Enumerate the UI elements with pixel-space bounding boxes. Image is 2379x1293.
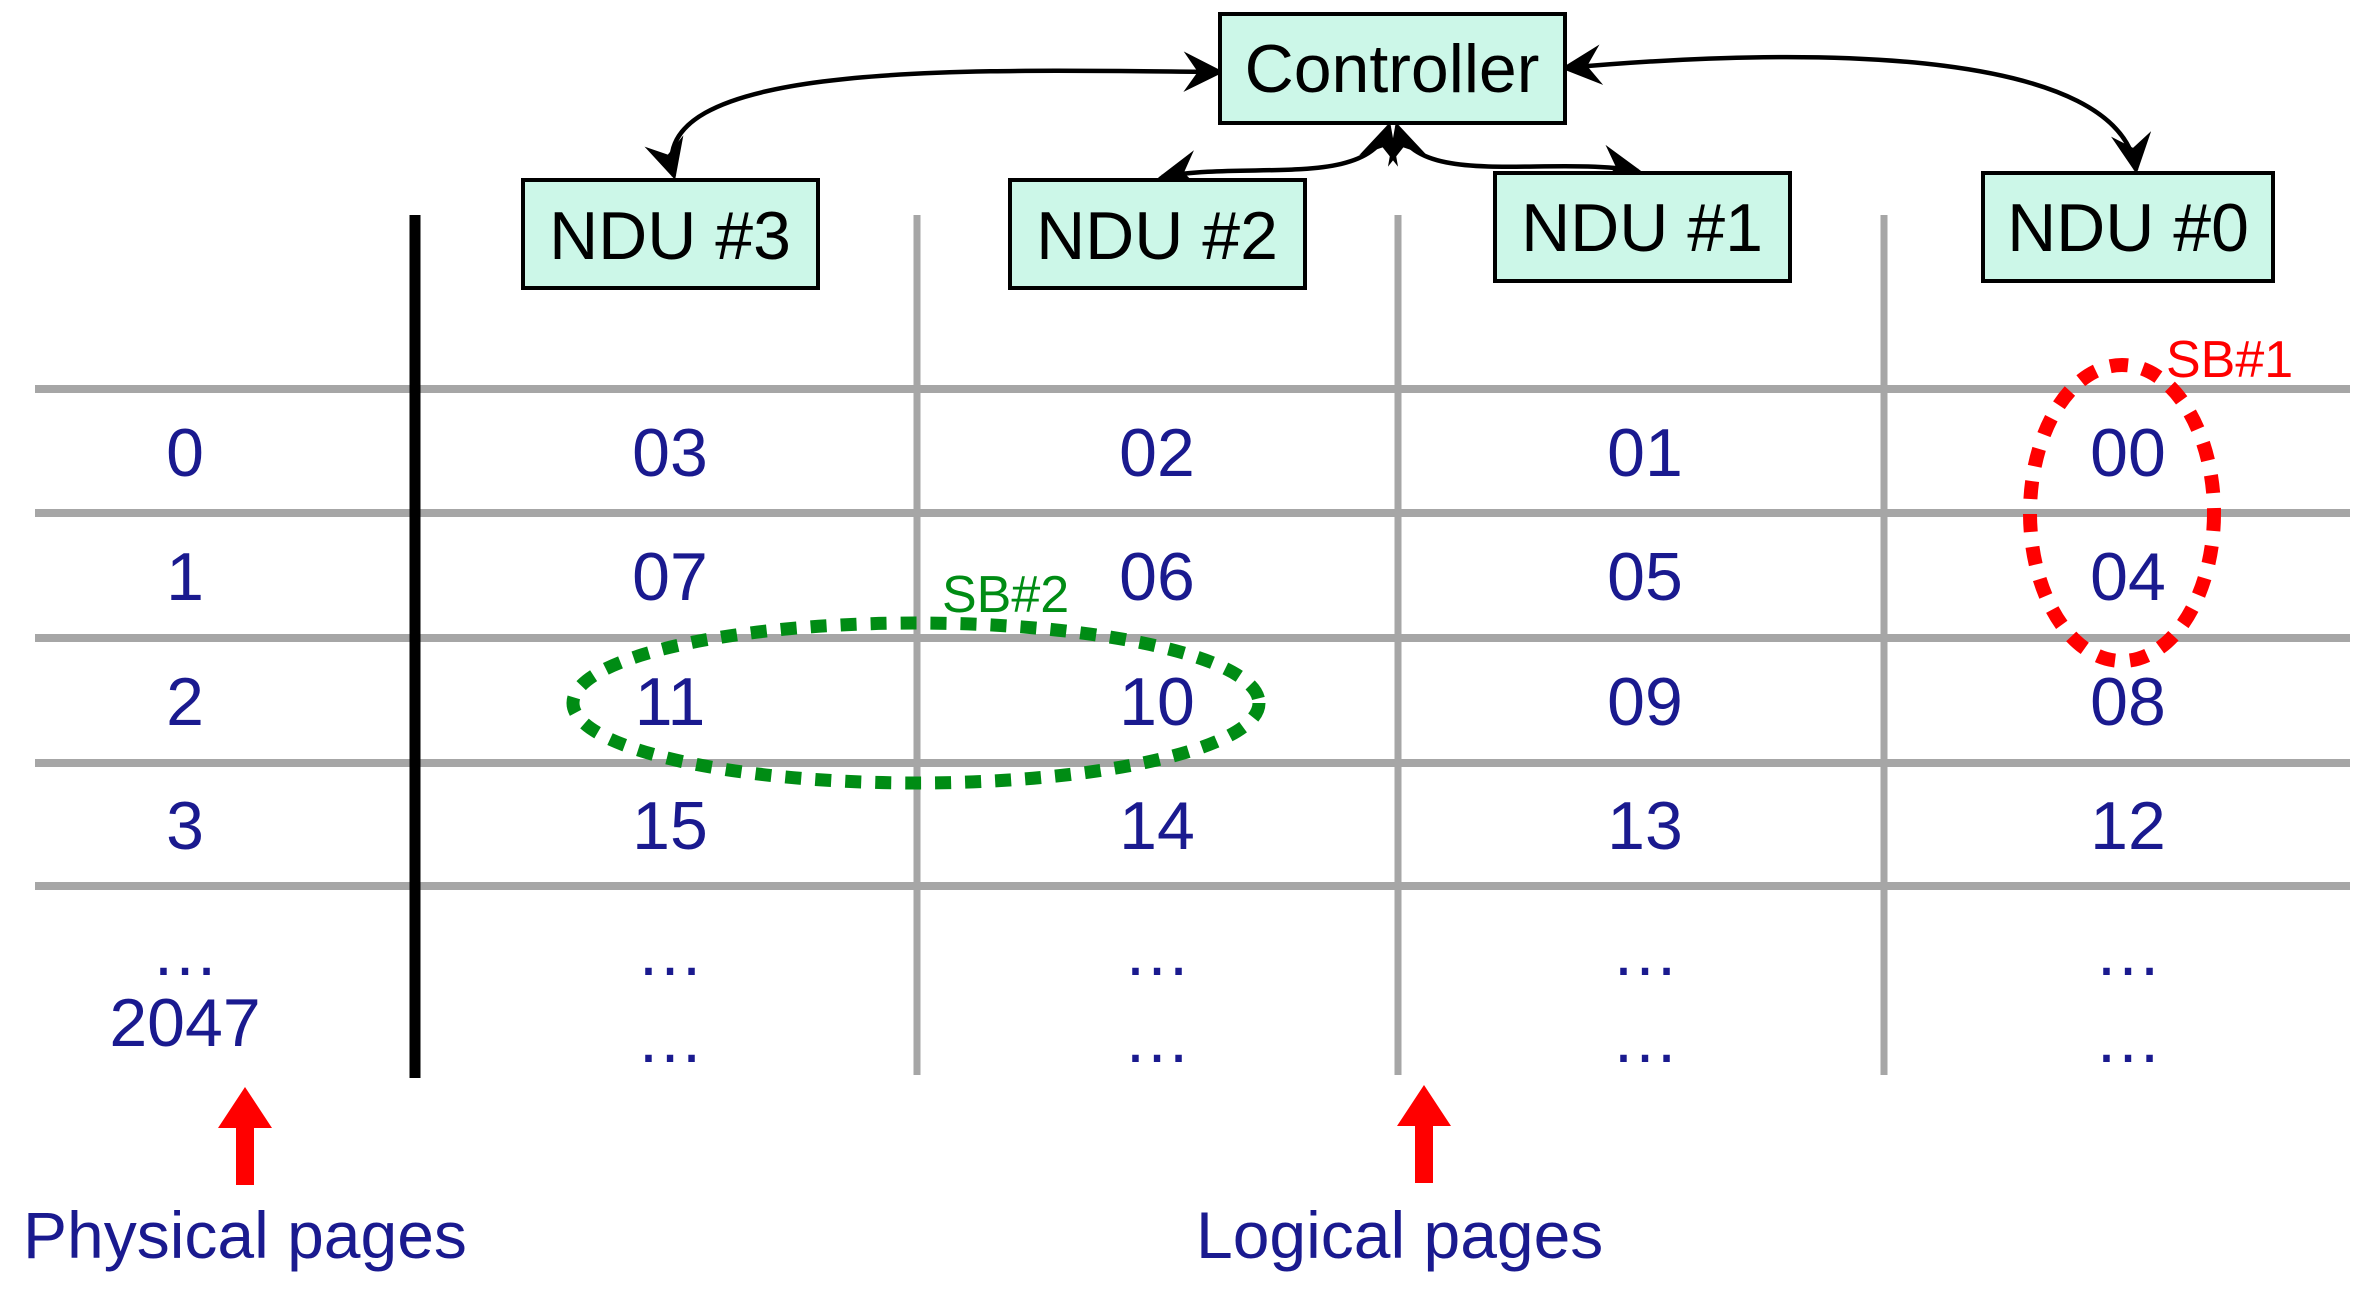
arrow-controller-ndu0	[1560, 44, 2152, 175]
cell-physical-row1: 1	[166, 539, 204, 615]
cell-physical-row2: 2	[166, 664, 204, 740]
cell-ndu2-row2: 10	[1119, 664, 1195, 740]
cell-ndu2-row1: 06	[1119, 539, 1195, 615]
physical-pages-arrow-icon	[218, 1087, 272, 1185]
cell-ndu2-ellipsis-2: …	[1123, 1001, 1191, 1077]
logical-pages-label: Logical pages	[1196, 1198, 1603, 1272]
cell-ndu0-ellipsis-2: …	[2094, 1001, 2162, 1077]
cell-ndu1-ellipsis-1: …	[1611, 914, 1679, 990]
cell-ndu2-row3: 14	[1119, 788, 1195, 864]
arrow-controller-ndu1	[1388, 122, 1642, 185]
logical-pages-arrow-icon	[1397, 1085, 1451, 1183]
cell-physical-last: 2047	[109, 985, 260, 1061]
ndu1-label: NDU #1	[1521, 190, 1763, 266]
cell-ndu2-row0: 02	[1119, 415, 1195, 491]
ndu2-label: NDU #2	[1036, 198, 1278, 274]
cell-physical-ellipsis: …	[151, 914, 219, 990]
arrow-controller-ndu3	[644, 51, 1225, 180]
cell-ndu3-ellipsis-2: …	[636, 1001, 704, 1077]
ndu0-label: NDU #0	[2007, 190, 2249, 266]
cell-ndu3-row2: 11	[635, 664, 706, 740]
cell-ndu3-ellipsis-1: …	[636, 914, 704, 990]
ndu1-box	[1493, 171, 1792, 283]
cell-ndu0-row3: 12	[2090, 788, 2166, 864]
cell-ndu1-row2: 09	[1607, 664, 1683, 740]
arrow-controller-ndu2	[1158, 122, 1398, 190]
ndu0-box	[1981, 171, 2275, 283]
cell-physical-row0: 0	[166, 415, 204, 491]
ndu3-label: NDU #3	[549, 198, 791, 274]
physical-pages-label: Physical pages	[23, 1198, 467, 1272]
cell-physical-row3: 3	[166, 788, 204, 864]
ndu2-box	[1008, 178, 1307, 290]
cell-ndu1-row1: 05	[1607, 539, 1683, 615]
cell-ndu1-ellipsis-2: …	[1611, 1001, 1679, 1077]
cell-ndu2-ellipsis-1: …	[1123, 914, 1191, 990]
cell-ndu3-row1: 07	[632, 539, 708, 615]
cell-ndu0-ellipsis-1: …	[2094, 914, 2162, 990]
cell-ndu3-row0: 03	[632, 415, 708, 491]
ndu3-box	[521, 178, 820, 290]
cell-ndu0-row2: 08	[2090, 664, 2166, 740]
controller-label: Controller	[1245, 31, 1540, 107]
sb1-ellipse	[2023, 358, 2221, 668]
sb1-label: SB#1	[2166, 331, 2293, 389]
cell-ndu3-row3: 15	[632, 788, 708, 864]
sb2-ellipse	[566, 616, 1266, 790]
sb2-label: SB#2	[942, 566, 1069, 624]
cell-ndu0-row1: 04	[2090, 539, 2166, 615]
cell-ndu1-row3: 13	[1607, 788, 1683, 864]
cell-ndu0-row0: 00	[2090, 415, 2166, 491]
cell-ndu1-row0: 01	[1607, 415, 1683, 491]
controller-box	[1218, 12, 1567, 125]
